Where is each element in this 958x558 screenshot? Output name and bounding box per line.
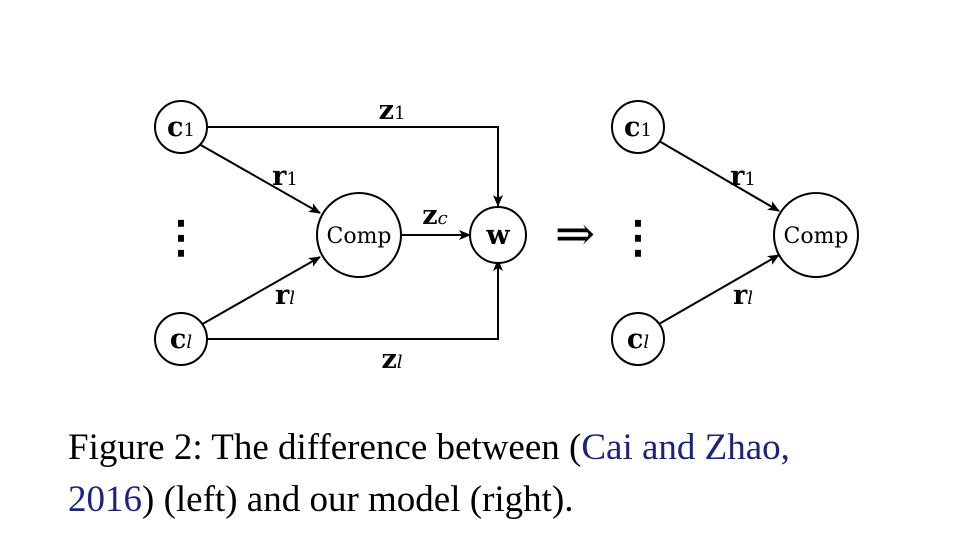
- figure-caption: Figure 2: The difference between (Cai an…: [68, 422, 948, 526]
- node-cl: cl: [154, 312, 208, 366]
- svg-text:cl: cl: [627, 324, 649, 355]
- svg-text:c1: c1: [167, 112, 195, 143]
- node-comp: Comp: [316, 192, 402, 278]
- edge-label-r1: r1: [272, 161, 298, 192]
- node-c1-right: c1: [611, 100, 665, 154]
- edge-cl-to-w: [205, 259, 503, 340]
- right-diagram: c1 cl Comp ⋮ r1 rl: [611, 100, 859, 366]
- caption-prefix: Figure 2: The difference between (: [68, 427, 582, 468]
- edge-label-zc: zc: [422, 200, 447, 231]
- edge-label-rl: rl: [275, 280, 295, 311]
- svg-text:Comp: Comp: [783, 224, 848, 249]
- edge-cl-to-comp: [198, 256, 321, 327]
- edge-c1-to-w: [205, 126, 503, 207]
- vertical-dots: ⋮: [159, 212, 203, 263]
- transform-arrow: ⇒: [555, 206, 595, 262]
- citation-link-part1[interactable]: Cai and Zhao,: [581, 427, 790, 468]
- node-w: w: [469, 206, 527, 264]
- citation-link-part2[interactable]: 2016: [68, 479, 142, 520]
- edge-c1-to-comp: [198, 143, 321, 214]
- caption-suffix: ) (left) and our model (right).: [142, 479, 574, 520]
- node-cl-right: cl: [611, 312, 665, 366]
- svg-text:w: w: [485, 220, 510, 251]
- edge-c1-to-comp-right: [658, 140, 780, 212]
- edge-cl-to-comp-right: [658, 254, 780, 325]
- edge-label-r1-right: r1: [730, 161, 756, 192]
- comparison-diagram: c1 cl Comp w ⋮ z1 r1 zc rl zl ⇒ c1: [154, 95, 859, 375]
- edge-label-zl: zl: [381, 344, 402, 375]
- edge-label-z1: z1: [379, 95, 406, 126]
- svg-text:⇒: ⇒: [555, 206, 595, 262]
- svg-text:cl: cl: [170, 324, 192, 355]
- node-c1: c1: [154, 100, 208, 154]
- svg-text:Comp: Comp: [326, 224, 391, 249]
- edge-label-rl-right: rl: [733, 280, 753, 311]
- svg-text:c1: c1: [624, 112, 652, 143]
- left-diagram: c1 cl Comp w ⋮ z1 r1 zc rl zl: [154, 95, 527, 375]
- node-comp-right: Comp: [773, 192, 859, 278]
- vertical-dots-right: ⋮: [616, 212, 660, 263]
